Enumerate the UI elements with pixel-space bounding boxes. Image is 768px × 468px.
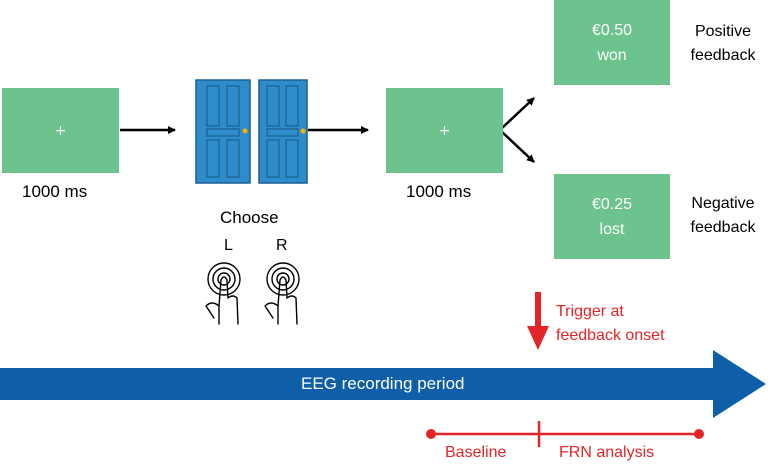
right-door-icon bbox=[258, 79, 308, 184]
positive-feedback-label: Positive feedback bbox=[690, 23, 756, 64]
duration-label-2: 1000 ms bbox=[406, 182, 472, 201]
baseline-label: Baseline bbox=[445, 444, 507, 461]
right-key-label: R bbox=[276, 237, 288, 254]
fixation-box-2: + bbox=[386, 88, 503, 173]
eeg-recording-arrow bbox=[0, 350, 766, 418]
choose-label: Choose bbox=[220, 208, 279, 227]
fixation-box-1: + bbox=[2, 88, 119, 173]
eeg-recording-label: EEG recording period bbox=[301, 374, 465, 393]
arrow-to-negative bbox=[501, 131, 535, 163]
left-key-label: L bbox=[224, 237, 233, 254]
duration-label-1: 1000 ms bbox=[22, 182, 88, 201]
negative-feedback-box: €0.25 lost bbox=[554, 174, 670, 259]
analysis-timeline bbox=[426, 421, 704, 447]
positive-feedback-box: €0.50 won bbox=[554, 0, 670, 85]
left-door-icon bbox=[195, 79, 251, 184]
trigger-arrow bbox=[527, 292, 549, 350]
negative-feedback-label: Negative feedback bbox=[690, 195, 756, 236]
frn-analysis-label: FRN analysis bbox=[559, 444, 655, 461]
left-hand-tap-icon bbox=[205, 262, 241, 325]
arrow-to-positive bbox=[501, 97, 535, 129]
right-hand-tap-icon bbox=[264, 262, 300, 325]
trigger-label: Trigger at feedback onset bbox=[556, 303, 665, 344]
